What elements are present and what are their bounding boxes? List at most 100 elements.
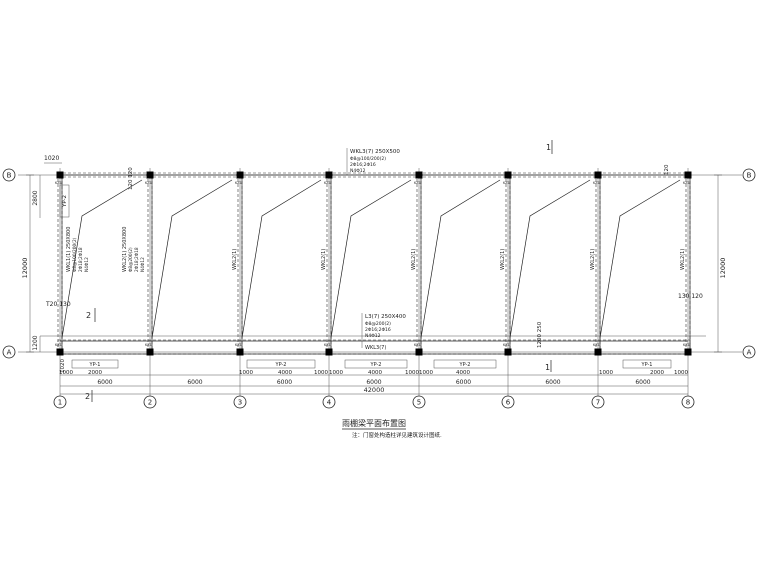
sub-dim-1: 1000	[59, 370, 73, 376]
wkl2-label-7: WKL2(1)	[590, 249, 596, 270]
sub-dim-2: 2000	[88, 370, 102, 376]
svg-text:N4Φ12: N4Φ12	[365, 333, 381, 339]
column-A4	[325, 348, 333, 356]
column-A6	[504, 348, 512, 356]
yp-vertical-box	[59, 184, 70, 218]
column-tag-B6: KZ1	[503, 181, 510, 185]
canopy-slope-2	[151, 179, 233, 339]
section-mark-2-bottom: 2	[85, 390, 93, 402]
yp-box-3	[344, 359, 408, 369]
yp-box-5	[622, 359, 672, 369]
yp-label-3: YP-2	[370, 362, 382, 368]
columns: KZ1KZ1KZ1KZ1KZ1KZ1KZ1KZ1KZ1KZ1KZ1KZ1KZ1K…	[55, 171, 692, 356]
svg-text:B: B	[7, 172, 12, 180]
svg-text:A: A	[747, 349, 752, 357]
svg-text:WKL3(7) 250X500: WKL3(7) 250X500	[350, 149, 400, 155]
beam-label-wkl2: WKL2(1) 250X800 Φ8@200(2) 2Φ18;2Φ18 N4Φ1…	[122, 227, 146, 272]
dim-2800: 2800	[32, 190, 39, 205]
axis-bubble-1	[53, 395, 67, 409]
svg-text:Φ8@200(2): Φ8@200(2)	[365, 321, 391, 327]
canopy-slope-4	[330, 179, 412, 339]
right-dimensions: 12000 130 120 120	[664, 164, 727, 353]
bay-dim-1: 6000	[97, 379, 112, 386]
yp-label-4: YP-2	[459, 362, 471, 368]
column-B3	[236, 171, 244, 179]
sub-dim-5: 1000	[314, 370, 328, 376]
axis-bubble-8	[681, 395, 695, 409]
bay-dim-7: 6000	[635, 379, 650, 386]
axis-label-8: 8	[686, 399, 690, 407]
canopy-slope-6	[509, 179, 591, 339]
svg-text:N4Φ12: N4Φ12	[350, 168, 366, 174]
canopy-slope-5	[420, 179, 501, 339]
bay-dim-2: 6000	[187, 379, 202, 386]
wkl2-label-5: WKL2(1)	[411, 249, 417, 270]
svg-text:2: 2	[85, 392, 90, 401]
column-tag-B4: KZ1	[324, 181, 331, 185]
axis-label-6: 6	[506, 399, 511, 407]
sub-dim-13: 1000	[674, 370, 688, 376]
column-tag-B3: KZ1	[235, 181, 242, 185]
svg-text:Φ8@100/200(2): Φ8@100/200(2)	[350, 156, 386, 162]
svg-text:L3(7) 250X400: L3(7) 250X400	[365, 314, 406, 320]
bay-dim-4: 6000	[366, 379, 381, 386]
dim-total: 42000	[364, 386, 385, 394]
axis-label-4: 4	[327, 399, 332, 407]
dim-1020-bottom: 1020	[60, 359, 66, 373]
wkl2-label-3: WKL2(1)	[232, 249, 238, 270]
axis-bubble-2	[143, 395, 157, 409]
bay-dim-6: 6000	[545, 379, 560, 386]
dim-130-120: 130 120	[678, 293, 703, 300]
wkl2-label-8: WKL2(1)	[680, 249, 686, 270]
axis-bubble-4	[322, 395, 336, 409]
column-A2	[146, 348, 154, 356]
sub-dim-11: 1000	[599, 370, 613, 376]
column-tag-A4: KZ1	[324, 343, 331, 347]
column-A3	[236, 348, 244, 356]
left-dimensions: 12000 2800 1200 1020 T20 130 1020	[21, 155, 71, 373]
column-B5	[415, 171, 423, 179]
beam-labels-wkl2-mid: WKL2(1)WKL2(1)WKL2(1)WKL2(1)WKL2(1)WKL2(…	[232, 249, 686, 270]
svg-text:N4Φ12: N4Φ12	[84, 257, 90, 272]
svg-text:2Φ18;2Φ18: 2Φ18;2Φ18	[78, 247, 84, 272]
beam-label-l3: L3(7) 250X400 Φ8@200(2) 2Φ16;2Φ16 N4Φ12 …	[361, 313, 406, 351]
column-B4	[325, 171, 333, 179]
bottom-dim-rows: 42000	[60, 374, 688, 395]
column-tag-B2: KZ1	[145, 181, 152, 185]
beam-label-wkl1: WKL1(1) 250X800 Φ8@100/200(2) 2Φ18;2Φ18 …	[66, 227, 90, 272]
dim-depth-left: 12000	[21, 258, 29, 279]
svg-text:2: 2	[86, 311, 91, 320]
column-B8	[684, 171, 692, 179]
section-mark-1-top: 1	[546, 140, 553, 154]
svg-text:WKL3(7): WKL3(7)	[365, 345, 386, 351]
bay-dim-5: 6000	[456, 379, 471, 386]
svg-text:1: 1	[546, 143, 551, 152]
axis-bubble-7	[591, 395, 605, 409]
svg-text:WKL2(1) 250X800: WKL2(1) 250X800	[122, 227, 128, 272]
axis-bubble-6	[501, 395, 515, 409]
column-B2	[146, 171, 154, 179]
axis-label-1: 1	[58, 399, 62, 407]
beam-label-wkl3-top: WKL3(7) 250X500 Φ8@100/200(2) 2Φ16;2Φ16 …	[346, 148, 400, 175]
sub-dim-9: 1000	[419, 370, 433, 376]
dim-t20-130: T20 130	[45, 301, 71, 308]
axis-bubble-B-right: B	[742, 168, 756, 182]
column-A1	[56, 348, 64, 356]
column-A7	[594, 348, 602, 356]
column-tag-A7: KZ1	[593, 343, 600, 347]
sub-dim-3: 1000	[239, 370, 253, 376]
dim-1020-top: 1020	[44, 155, 59, 162]
column-tag-B1: KZ1	[55, 181, 62, 185]
column-tag-B8: KZ1	[683, 181, 690, 185]
yp-label-5: YP-1	[641, 362, 653, 368]
yp-vertical-label: YP-2	[62, 195, 68, 208]
axis-label-3: 3	[238, 399, 242, 407]
axis-bubble-3	[233, 395, 247, 409]
svg-text:2Φ16;2Φ16: 2Φ16;2Φ16	[365, 327, 391, 333]
axis-label-5: 5	[417, 399, 421, 407]
svg-text:2Φ18;2Φ18: 2Φ18;2Φ18	[134, 247, 140, 272]
vertical-grid-lines	[59, 168, 689, 400]
